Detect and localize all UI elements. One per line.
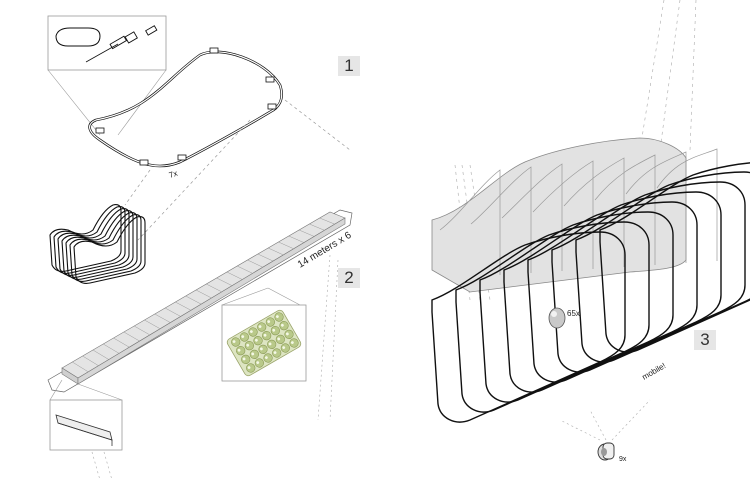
- frame-joints: [95, 47, 277, 166]
- step2-group: 14 meters x 6: [47, 209, 354, 451]
- ball-count-label: 65x: [567, 309, 580, 318]
- chaise-frames: [431, 162, 750, 423]
- wheel-count-label: 9x: [619, 456, 627, 463]
- step-2-badge: 2: [338, 268, 360, 288]
- guide-lines-2: [91, 254, 339, 481]
- shell-surface: [431, 137, 687, 293]
- step3-group: 65x mobile! 9x: [431, 0, 750, 463]
- step-3-badge: 3: [694, 330, 716, 350]
- frame-stack: [49, 204, 146, 284]
- wheel-icon: [597, 442, 615, 461]
- connector-parts: [109, 25, 158, 50]
- plank-segments: [72, 217, 335, 373]
- step1-group: 7x: [47, 15, 283, 180]
- frame-count-label: 7x: [168, 169, 179, 180]
- mobile-label: mobile!: [641, 361, 668, 382]
- step1-detail-box: [47, 15, 167, 71]
- ball-icon: [548, 307, 566, 329]
- shell-ribs: [439, 148, 718, 275]
- guide-lines-1: [124, 99, 351, 241]
- ball-mat: [226, 309, 302, 377]
- step-1-badge: 1: [338, 56, 360, 76]
- plank-side: [77, 217, 346, 385]
- mini-frame-icon: [55, 27, 101, 47]
